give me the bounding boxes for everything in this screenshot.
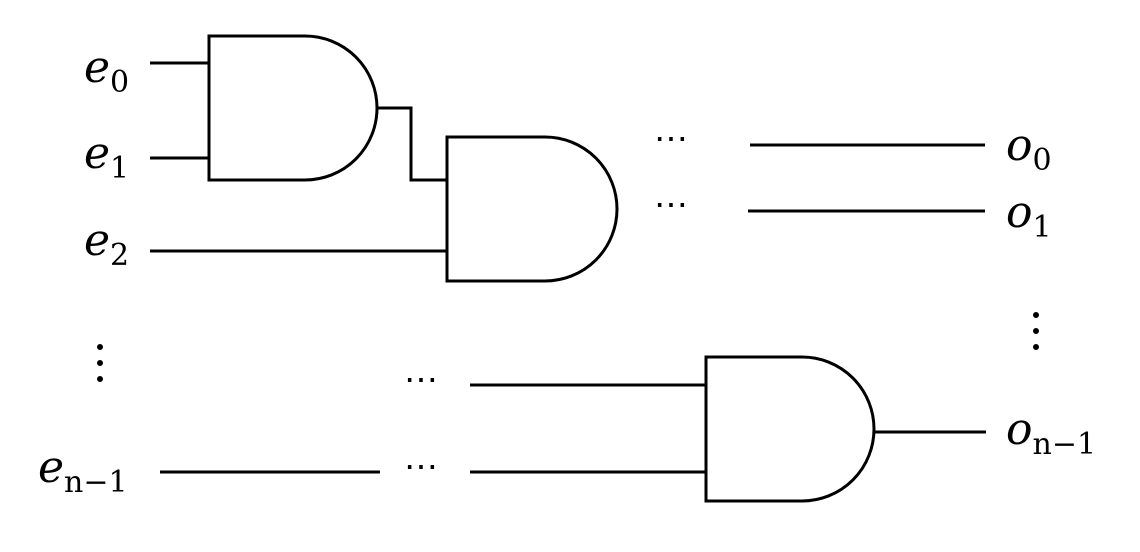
vertical-ellipsis-outputs <box>1033 312 1039 350</box>
and-gate-2 <box>445 135 619 283</box>
vertical-ellipsis-inputs <box>97 344 103 382</box>
wire-gate1-to-gate2 <box>377 106 447 182</box>
and-gate-last <box>704 355 876 503</box>
ellipsis-en1: ⋯ <box>404 447 440 487</box>
label-en1: en−1 <box>38 442 128 500</box>
label-o0: o0 <box>1006 120 1052 178</box>
label-e1: e1 <box>84 128 129 186</box>
ellipsis-o1: ⋯ <box>654 185 690 225</box>
label-on1: on−1 <box>1006 404 1096 462</box>
label-e2: e2 <box>84 215 129 273</box>
label-e0: e0 <box>84 42 129 100</box>
label-o1: o1 <box>1006 187 1052 245</box>
ellipsis-chain: ⋯ <box>404 360 440 400</box>
and-gate-1 <box>207 34 379 182</box>
ellipsis-o0: ⋯ <box>654 119 690 159</box>
